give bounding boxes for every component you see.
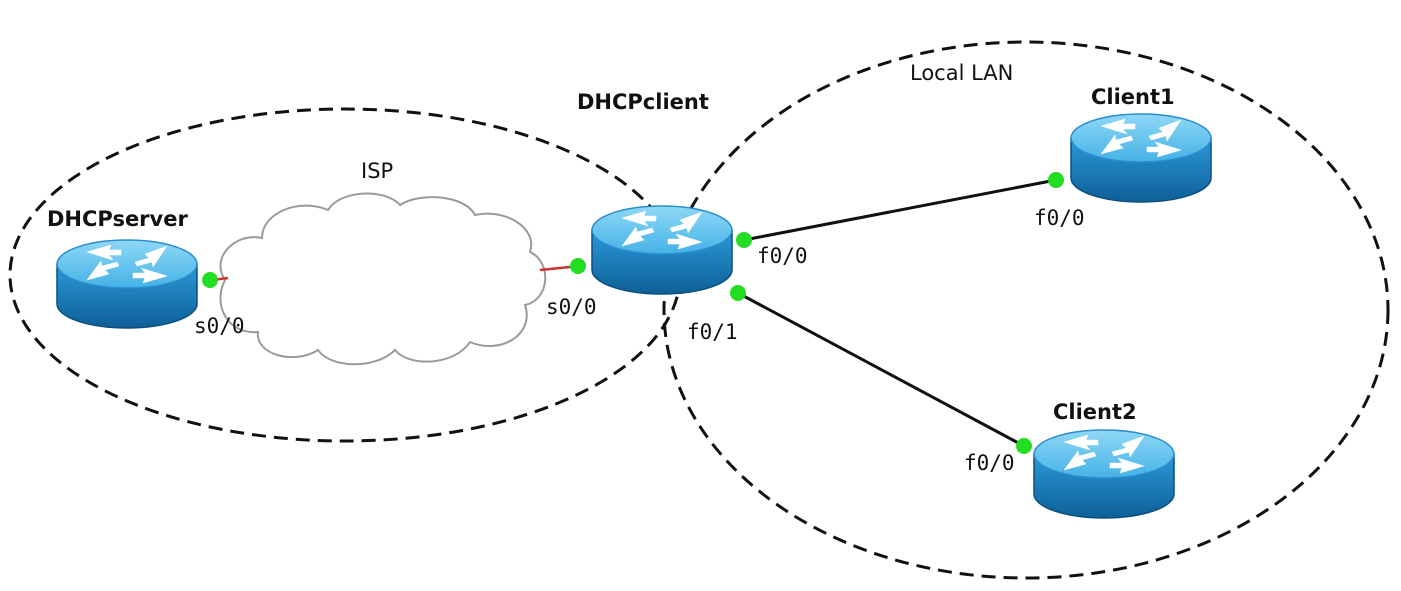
port-dot-client-f0-0	[736, 232, 752, 248]
dhcp-client-router-icon[interactable]	[591, 205, 733, 295]
ethernet-link-client2	[737, 291, 1025, 448]
port-dot-client-s0-0	[570, 258, 586, 274]
local-lan-zone-boundary	[662, 40, 1390, 580]
local-lan-zone-label: Local LAN	[910, 61, 1013, 85]
dhcp-server-label: DHCPserver	[47, 207, 188, 231]
dhcp-server-router-icon[interactable]	[56, 239, 198, 329]
client-f0-0-label: f0/0	[757, 244, 808, 268]
client2-label: Client2	[1053, 400, 1137, 424]
client2-router-icon[interactable]	[1033, 429, 1175, 519]
client2-f0-0-label: f0/0	[964, 451, 1015, 475]
port-dot-server-s0-0	[202, 272, 218, 288]
client-f0-1-label: f0/1	[687, 320, 738, 344]
client-s0-0-label: s0/0	[546, 295, 597, 319]
client1-router-icon[interactable]	[1070, 113, 1212, 203]
client1-f0-0-label: f0/0	[1034, 206, 1085, 230]
client1-label: Client1	[1091, 85, 1175, 109]
isp-zone-label: ISP	[361, 159, 393, 183]
port-dot-client2-f0-0	[1016, 438, 1032, 454]
isp-cloud-icon	[219, 192, 547, 366]
port-dot-client-f0-1	[730, 285, 746, 301]
ethernet-link-client1	[743, 178, 1057, 242]
server-s0-0-label: s0/0	[194, 314, 245, 338]
port-dot-client1-f0-0	[1048, 172, 1064, 188]
dhcp-client-label: DHCPclient	[577, 90, 709, 114]
